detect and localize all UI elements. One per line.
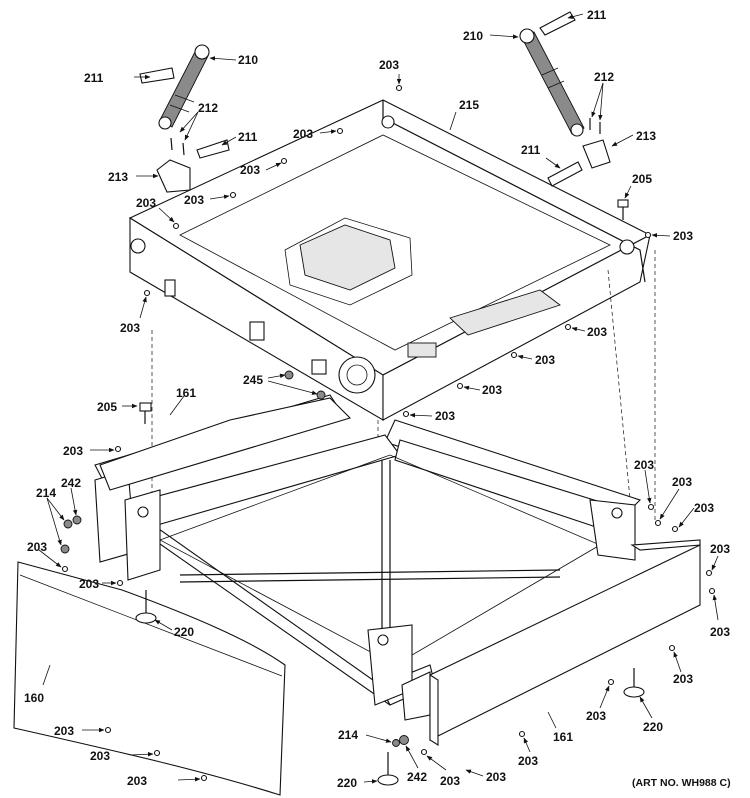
callout-161: 161 xyxy=(553,730,573,744)
callout-210: 210 xyxy=(238,53,258,67)
callout-203: 203 xyxy=(634,458,654,472)
callout-203: 203 xyxy=(672,475,692,489)
callout-203: 203 xyxy=(482,383,502,397)
screws-203 xyxy=(61,84,716,782)
brackets-213 xyxy=(156,139,611,193)
screw-205-pedestal xyxy=(139,402,152,424)
callout-205: 205 xyxy=(632,172,652,186)
callout-220: 220 xyxy=(337,776,357,790)
callout-242: 242 xyxy=(61,476,81,490)
leader-lines xyxy=(38,13,719,784)
hardware-214-242-bottom xyxy=(392,735,409,747)
pins-211 xyxy=(139,11,583,187)
callout-203: 203 xyxy=(79,577,99,591)
callout-214: 214 xyxy=(338,728,358,742)
callout-213: 213 xyxy=(108,170,128,184)
callout-220: 220 xyxy=(643,720,663,734)
callout-203: 203 xyxy=(127,774,147,788)
callout-211: 211 xyxy=(238,130,258,144)
callout-203: 203 xyxy=(54,724,74,738)
callout-203: 203 xyxy=(440,774,460,788)
callout-245: 245 xyxy=(243,373,263,387)
leveling-foot-right xyxy=(623,668,645,698)
callout-205: 205 xyxy=(97,400,117,414)
callout-242: 242 xyxy=(407,770,427,784)
screw-205-top xyxy=(617,199,629,220)
callout-203: 203 xyxy=(518,754,538,768)
callout-203: 203 xyxy=(90,749,110,763)
callout-212: 212 xyxy=(198,101,218,115)
shock-absorber-right xyxy=(519,28,585,137)
callout-203: 203 xyxy=(694,501,714,515)
washer-base-frame xyxy=(128,99,656,560)
callout-203: 203 xyxy=(486,770,506,784)
callout-203: 203 xyxy=(379,58,399,72)
callout-203: 203 xyxy=(673,229,693,243)
callout-203: 203 xyxy=(240,163,260,177)
callout-203: 203 xyxy=(435,409,455,423)
callout-211: 211 xyxy=(587,8,607,22)
callout-203: 203 xyxy=(27,540,47,554)
callout-213: 213 xyxy=(636,129,656,143)
callout-211: 211 xyxy=(521,143,541,157)
callout-203: 203 xyxy=(63,444,83,458)
screws-212 xyxy=(170,118,601,156)
callout-labels: 211 210 212 211 213 211 210 212 213 211 … xyxy=(24,8,731,790)
right-side-panel xyxy=(429,539,701,746)
callout-214: 214 xyxy=(36,486,56,500)
callout-203: 203 xyxy=(587,325,607,339)
callout-215: 215 xyxy=(459,98,479,112)
callout-203: 203 xyxy=(120,321,140,335)
callout-203: 203 xyxy=(710,542,730,556)
callout-203: 203 xyxy=(586,709,606,723)
callout-203: 203 xyxy=(710,625,730,639)
callout-203: 203 xyxy=(673,672,693,686)
shock-absorber-left xyxy=(158,44,210,130)
hardware-214-242-left xyxy=(60,515,82,554)
callout-212: 212 xyxy=(594,70,614,84)
callout-203: 203 xyxy=(293,127,313,141)
callout-203: 203 xyxy=(136,196,156,210)
callout-203: 203 xyxy=(184,193,204,207)
callout-210: 210 xyxy=(463,29,483,43)
callout-160: 160 xyxy=(24,691,44,705)
callout-161: 161 xyxy=(176,386,196,400)
leveling-foot-mid xyxy=(377,752,399,786)
front-drawer-panel xyxy=(13,561,286,796)
left-side-panel-161 xyxy=(99,397,352,491)
callout-211: 211 xyxy=(84,71,104,85)
callout-220: 220 xyxy=(174,625,194,639)
leveling-foot-left xyxy=(135,590,157,624)
art-number: (ART NO. WH988 C) xyxy=(632,777,731,789)
callout-203: 203 xyxy=(535,353,555,367)
